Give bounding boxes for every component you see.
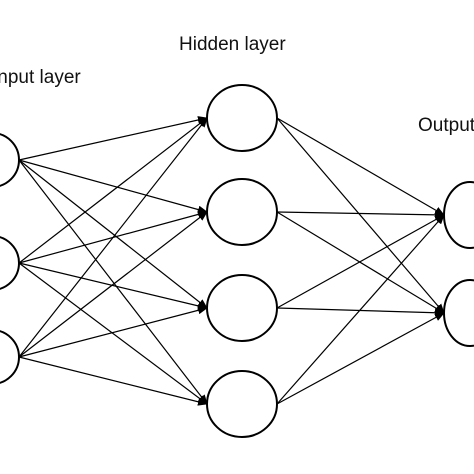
edge-hidden-3-to-output-2: [276, 307, 445, 317]
edge-hidden-3-to-output-1: [276, 214, 445, 309]
edge-hidden-4-to-output-2: [276, 312, 445, 405]
edge-input-1-to-hidden-3: [18, 159, 208, 309]
edge-hidden-1-to-output-2: [276, 117, 445, 314]
connections-group: [18, 116, 445, 406]
input-node-1: [0, 133, 20, 187]
edge-input-2-to-hidden-1: [18, 117, 208, 264]
edge-hidden-2-to-output-1: [276, 210, 445, 219]
edge-hidden-1-to-output-1: [276, 117, 445, 216]
edge-input-3-to-hidden-1: [18, 117, 208, 358]
edge-input-3-to-hidden-2: [18, 211, 208, 358]
edge-input-1-to-hidden-4: [18, 159, 208, 405]
edge-input-3-to-hidden-3: [18, 306, 208, 358]
output-node-2: [443, 279, 474, 347]
hidden-node-1: [206, 84, 278, 152]
hidden-node-3: [206, 274, 278, 342]
output-node-1: [443, 181, 474, 249]
edge-input-2-to-hidden-4: [18, 262, 208, 405]
input-node-3: [0, 330, 20, 384]
hidden-node-4: [206, 370, 278, 438]
edge-input-1-to-hidden-2: [18, 159, 208, 214]
output-layer-label: Output layer: [418, 115, 474, 136]
edge-input-2-to-hidden-3: [18, 262, 208, 310]
hidden-layer-label: Hidden layer: [179, 34, 286, 55]
edge-hidden-2-to-output-2: [276, 211, 445, 314]
edge-input-3-to-hidden-4: [18, 356, 208, 406]
nodes-group: [0, 84, 474, 438]
edge-hidden-4-to-output-1: [276, 214, 445, 405]
edge-input-1-to-hidden-1: [18, 116, 208, 161]
input-layer-label: Input layer: [0, 67, 81, 88]
input-node-2: [0, 236, 20, 290]
hidden-node-2: [206, 178, 278, 246]
